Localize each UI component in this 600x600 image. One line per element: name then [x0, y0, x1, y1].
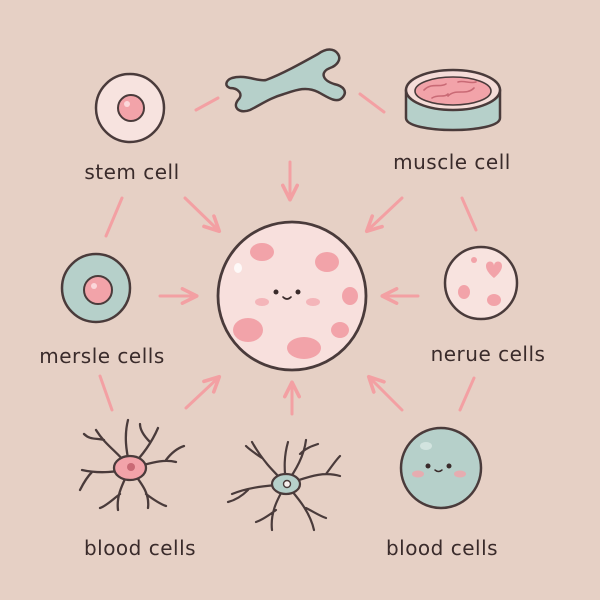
teal-neuron-icon	[226, 438, 342, 532]
arrow-topleft-to-center	[183, 196, 222, 234]
arrow-ring-nerve-to-blood	[458, 376, 476, 412]
label-nerve-cells: nerue cells	[430, 342, 546, 366]
arrow-ring-mersle-to-blood	[98, 374, 114, 412]
arrow-topright-to-center	[364, 196, 404, 234]
central-cell-icon	[216, 220, 368, 372]
arrow-ring-stem-to-top	[194, 96, 220, 112]
label-muscle-cell: muscle cell	[393, 150, 511, 174]
muscle-cell-icon	[404, 68, 502, 132]
label-blood-cells-right: blood cells	[385, 536, 499, 560]
label-mersle-cells: mersle cells	[39, 344, 165, 368]
arrow-bottomleft-to-center	[184, 374, 222, 410]
arrow-ring-top-to-muscle	[358, 92, 386, 114]
blood-cell-face-icon	[399, 426, 483, 510]
stem-cell-icon	[94, 72, 166, 144]
label-blood-cells-left: blood cells	[83, 536, 197, 560]
pink-neuron-icon	[78, 418, 186, 512]
arrow-bottomright-to-center	[366, 374, 404, 412]
arrows	[98, 92, 478, 416]
label-stem-cell: stem cell	[84, 160, 180, 184]
arrow-ring-stem-to-mersle	[104, 196, 124, 238]
elongated-cell-icon	[225, 48, 346, 113]
mersle-cell-icon	[60, 252, 132, 324]
nerve-cell-icon	[443, 245, 519, 321]
arrow-ring-muscle-to-nerve	[460, 196, 478, 232]
